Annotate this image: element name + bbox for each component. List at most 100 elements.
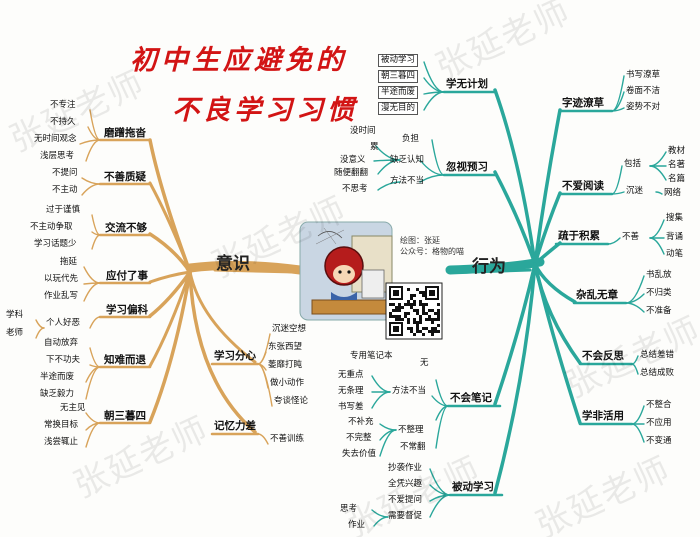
qr-cell [419, 318, 422, 321]
right-branch-link [533, 262, 582, 425]
branch-no-plan: 学无计划 [446, 78, 488, 90]
right-leaf-link [649, 237, 665, 255]
leaf: 不善 [622, 232, 640, 242]
leaf: 无时间观念 [34, 134, 77, 144]
qr-cell [431, 333, 434, 336]
leaf: 姿势不对 [626, 102, 661, 112]
qr-cell [398, 315, 401, 318]
right-branch-link [533, 191, 562, 266]
branch-subject-bias: 学习偏科 [106, 304, 148, 316]
qr-cell [392, 309, 395, 312]
leaf: 不专注 [50, 100, 76, 110]
qr-cell [431, 330, 434, 333]
left-leaf-link [35, 319, 45, 329]
leaf: 沉迷空想 [272, 324, 307, 334]
qr-cell [419, 291, 422, 294]
qr-cell [416, 309, 419, 312]
title-line-2: 不良学习习惯 [172, 95, 358, 126]
right-branch-link [533, 108, 562, 266]
branch-passive-learning: 被动学习 [452, 481, 494, 493]
left-branch-link [148, 270, 192, 284]
qr-cell [416, 324, 419, 327]
leaf: 教材 [668, 146, 686, 156]
leaf: 学习话题少 [34, 239, 77, 249]
leaf: 东张西望 [268, 342, 303, 352]
leaf: 方法不当 [390, 176, 425, 186]
qr-cell [401, 318, 404, 321]
right-branch-link [493, 170, 537, 266]
qr-cell [431, 321, 434, 324]
leaf: 常换目标 [44, 420, 79, 430]
qr-cell [407, 318, 410, 321]
leaf: 网络 [664, 188, 682, 198]
leaf: 做小动作 [270, 378, 305, 388]
left-branch-link [148, 138, 192, 274]
right-leaf-link [371, 375, 391, 393]
left-leaf-link [89, 347, 101, 368]
qr-cell [416, 321, 419, 324]
qr-cell [422, 333, 425, 336]
credit-account: 公众号：格物的喵 [400, 247, 464, 256]
qr-cell [389, 312, 392, 315]
left-branch-link [148, 181, 192, 274]
qr-cell [413, 294, 416, 297]
left-leaf-link [257, 433, 269, 445]
qr-cell [428, 318, 431, 321]
leaf: 不变通 [646, 436, 672, 446]
qr-cell [437, 303, 440, 306]
branch-no-questioning: 不善质疑 [104, 171, 146, 183]
qr-cell [425, 312, 428, 315]
leaf: 无重点 [338, 370, 364, 380]
qr-cell [428, 330, 431, 333]
qr-cell [413, 300, 416, 303]
qr-cell [395, 315, 398, 318]
qr-cell [392, 315, 395, 318]
leaf: 不持久 [50, 117, 76, 127]
right-leaf-link [611, 165, 623, 195]
left-leaf-link [257, 363, 269, 389]
qr-finder-core [393, 326, 399, 332]
leaf: 不整理 [398, 425, 424, 435]
leaf: 失去价值 [342, 449, 377, 459]
left-trunk [185, 260, 305, 275]
qr-cell [428, 315, 431, 318]
leaf: 卷面不洁 [626, 86, 661, 96]
leaf: 不完整 [346, 433, 372, 443]
qr-cell [407, 321, 410, 324]
leaf: 不提问 [52, 168, 78, 178]
right-leaf-link [625, 275, 645, 304]
left-branch-link [148, 270, 192, 368]
right-leaf-link [379, 429, 397, 457]
right-leaf-link [607, 237, 621, 245]
qr-cell [437, 330, 440, 333]
left-trunk-underline [213, 268, 297, 274]
qr-cell [434, 327, 437, 330]
right-leaf-link [377, 181, 401, 191]
qr-cell [410, 327, 413, 330]
right-leaf-link [423, 91, 445, 111]
qr-cell [419, 315, 422, 318]
right-leaf-link [631, 363, 639, 375]
left-branch-link [188, 270, 257, 434]
leaf: 名著 [668, 160, 686, 170]
qr-cell [407, 327, 410, 330]
leaf: 缺乏毅力 [40, 389, 75, 399]
left-branch-link [148, 270, 192, 424]
qr-finder-core [393, 290, 399, 296]
qr-cell [422, 312, 425, 315]
left-branch-link [188, 270, 257, 364]
leaf: 思考 [340, 504, 358, 514]
qr-cell [437, 324, 440, 327]
leaf: 半途而废 [40, 372, 75, 382]
leaf: 朝三暮四 [378, 70, 419, 83]
branch-dawdling: 磨蹭拖沓 [104, 127, 146, 139]
qr-cell [428, 309, 431, 312]
right-leaf-link [631, 423, 645, 443]
qr-cell [416, 288, 419, 291]
qr-cell [398, 306, 401, 309]
left-leaf-link [83, 282, 101, 302]
right-leaf-link [371, 391, 391, 409]
left-leaf-link [35, 327, 45, 339]
leaf: 累 [370, 142, 379, 152]
